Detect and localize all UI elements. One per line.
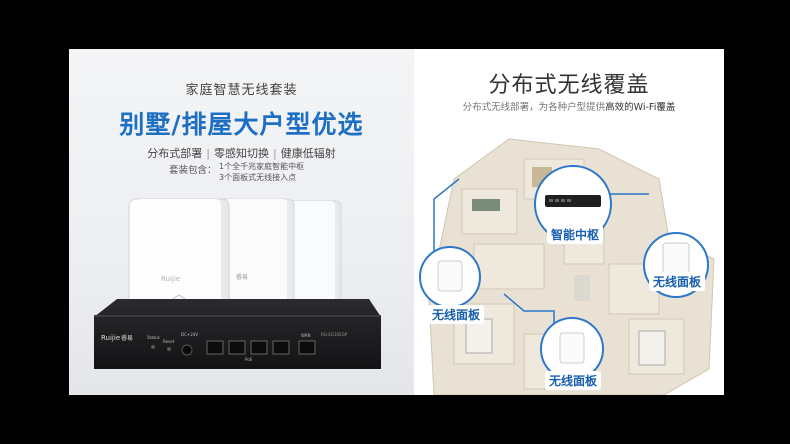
product-panel: 家庭智慧无线套装 别墅/排屋大户型优选 分布式部署|零感知切换|健康低辐射 套装… [69,49,414,395]
subtitle-emphasis: 高效的Wi-Fi覆盖 [605,102,676,113]
panel-brand: Ruijie [161,275,180,283]
panel-label-left: 无线面板 [428,305,485,324]
coverage-panel: 分布式无线覆盖 分布式无线部署，为各种户型提供高效的Wi-Fi覆盖 [414,49,724,395]
status-led [151,345,155,349]
hub-bubble [534,165,612,243]
lan-port [228,340,246,355]
svg-text:睿易: 睿易 [236,273,248,281]
bed [465,318,493,354]
wan-port [298,340,316,355]
kit-headline: 别墅/排屋大户型优选 [119,110,364,139]
wireless-panel-back-middle: 睿易 [218,198,295,315]
lan-port [272,340,290,355]
hub-label: 智能中枢 [547,225,604,244]
product-photo: 睿易 Ruijie Ruijie 睿易 Status Reset DC+24V … [94,198,381,369]
sofa [472,199,500,211]
lan-port [206,340,224,355]
bathtub [574,275,590,301]
feature-item: 健康低辐射 [280,147,336,160]
dc-label: DC+24V [181,332,198,337]
dc-power-port [181,344,193,356]
router-brand-cn: 睿易 [121,334,133,342]
feature-item: 分布式部署 [147,147,203,160]
panel-label-bottom: 无线面板 [545,371,602,390]
subtitle-text: 分布式无线部署，为各种户型提供 [462,102,606,113]
feature-item: 零感知切换 [214,147,269,160]
lan-port [250,340,268,355]
poe-label: PoE [245,357,253,362]
package-item: 3个面板式无线接入点 [219,173,297,182]
wan-label: WAN [301,333,310,338]
panel-label-right: 无线面板 [649,272,706,291]
bed [638,330,666,366]
router-brand: Ruijie [101,334,120,342]
floor-plan-illustration [419,138,715,395]
kit-subtitle: 家庭智慧无线套装 [185,83,298,98]
reset-label: Reset [163,339,175,344]
package-item: 1个全千兆家庭智能中枢 [219,162,305,171]
panel-bubble-bottom [540,317,604,381]
status-label: Status [147,335,160,340]
reset-button[interactable] [167,347,171,351]
coverage-subtitle: 分布式无线部署，为各种户型提供高效的Wi-Fi覆盖 [414,99,724,113]
feature-list: 分布式部署|零感知切换|健康低辐射 [147,147,336,160]
panel-bubble-left [419,246,481,308]
package-label: 套装包含： [169,165,217,176]
model-label: RG-EG105GP [321,332,348,337]
coverage-title: 分布式无线覆盖 [488,73,650,98]
smart-hub-router: Ruijie 睿易 Status Reset DC+24V WAN PoE RG… [94,299,381,369]
